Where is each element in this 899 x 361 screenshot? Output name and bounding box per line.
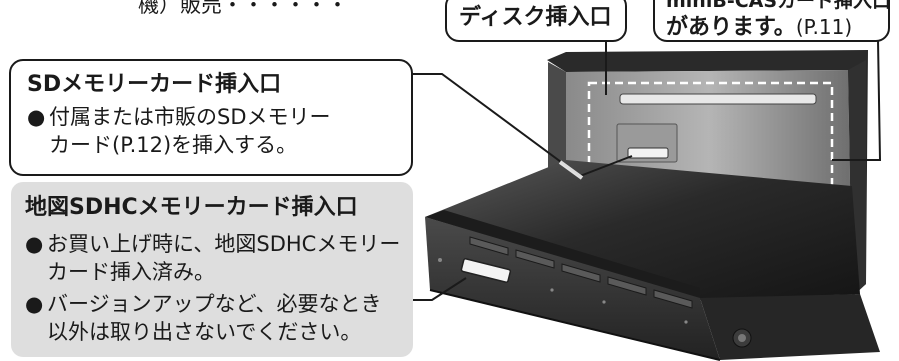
minib-cas-slot-note: があります。(P.11) — [666, 9, 852, 41]
minib-cas-slot-callout: miniB-CASカード挿入口 があります。(P.11) — [653, 0, 892, 42]
sd-card-line-2: カード(P.12)を挿入する。 — [49, 133, 298, 157]
bullet-icon: ● — [25, 292, 44, 316]
disc-slot-callout: ディスク挿入口 — [445, 0, 627, 42]
map-sdhc-item2-line2: 以外は取り出さないでください。 — [47, 320, 362, 344]
leader-lines — [412, 39, 882, 301]
map-sdhc-card-slot-box: 地図SDHCメモリーカード挿入口 ● お買い上げ時に、地図SDHCメモリー カー… — [11, 182, 413, 357]
minib-cas-page-ref: (P.11) — [795, 15, 853, 39]
minib-cas-slot-outline — [587, 81, 834, 188]
bullet-icon: ● — [25, 232, 44, 256]
minib-cas-note-text: があります。 — [666, 15, 796, 40]
minib-cas-slot-title: miniB-CASカード挿入口 — [666, 0, 892, 12]
map-sdhc-card-slot-description: ● お買い上げ時に、地図SDHCメモリー カード挿入済み。 ● バージョンアップ… — [25, 230, 407, 346]
sd-card-slot-callout: SDメモリーカード挿入口 ● 付属または市販のSDメモリー カード(P.12)を… — [9, 59, 413, 176]
top-caption-fragment: 機）販売・・・・・・ — [138, 0, 348, 17]
map-sdhc-item1-line2: カード挿入済み。 — [47, 260, 215, 284]
sd-card-slot-description: ● 付属または市販のSDメモリー カード(P.12)を挿入する。 — [27, 103, 401, 159]
sd-card-line-1: 付属または市販のSDメモリー — [49, 105, 331, 129]
map-sdhc-item2-line1: バージョンアップなど、必要なとき — [47, 292, 382, 316]
sd-card-slot-title: SDメモリーカード挿入口 — [27, 72, 282, 97]
disc-slot-label: ディスク挿入口 — [459, 5, 612, 30]
bullet-icon: ● — [27, 105, 46, 129]
front-bezel — [425, 217, 880, 361]
map-sdhc-card-slot-title: 地図SDHCメモリーカード挿入口 — [25, 195, 358, 220]
map-sdhc-item1-line1: お買い上げ時に、地図SDHCメモリー — [47, 232, 401, 256]
monitor-panel — [425, 160, 860, 300]
